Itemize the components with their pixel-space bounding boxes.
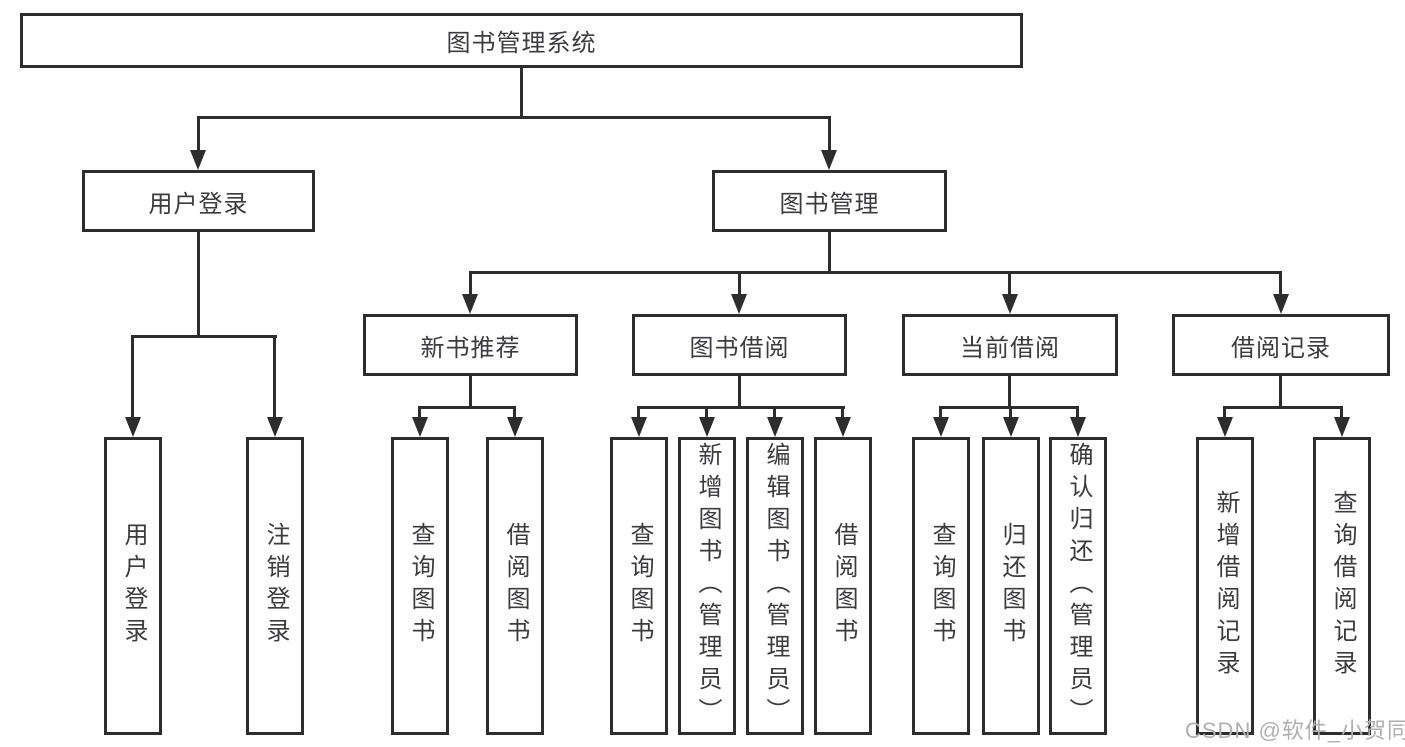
arrowhead-leaf-user-login xyxy=(125,417,141,437)
node-book-borrow: 图书借阅 xyxy=(632,314,847,376)
arrowhead-cb-return xyxy=(1003,417,1019,437)
connector-current-borrow-drop-2 xyxy=(1009,406,1012,420)
leaf-current-confirm-return-admin-label: 确认归还（管理员） xyxy=(1065,442,1092,730)
leaf-borrow-borrow-books: 借阅图书 xyxy=(814,437,872,735)
connector-book-borrow-drop-3 xyxy=(773,406,776,420)
leaf-current-return-books-label: 归还图书 xyxy=(998,522,1025,650)
node-current-borrow: 当前借阅 xyxy=(902,314,1118,376)
leaf-records-query-record-label: 查询借阅记录 xyxy=(1329,490,1356,682)
leaf-newbook-borrow-books-label: 借阅图书 xyxy=(502,522,529,650)
node-book-management: 图书管理 xyxy=(712,170,947,232)
connector-user-login-drop-1 xyxy=(131,335,134,419)
leaf-borrow-add-books-admin-label: 新增图书（管理员） xyxy=(694,442,721,730)
connector-book-management-stub xyxy=(828,232,831,274)
connector-drop-book-borrow xyxy=(738,271,741,296)
connector-borrow-records-drop-2 xyxy=(1340,406,1343,420)
connector-borrow-records-rail xyxy=(1223,406,1343,409)
node-current-borrow-label: 当前借阅 xyxy=(960,334,1060,362)
arrowhead-leaf-logout xyxy=(267,417,283,437)
arrowhead-newbook-borrow xyxy=(507,417,523,437)
connector-user-login-drop-2 xyxy=(273,335,276,419)
leaf-records-add-record-label: 新增借阅记录 xyxy=(1212,490,1239,682)
node-root-label: 图书管理系统 xyxy=(446,30,597,57)
arrowhead-book-borrow xyxy=(731,294,747,314)
connector-new-book-rail xyxy=(418,406,516,409)
leaf-user-login: 用户登录 xyxy=(104,437,162,735)
leaf-newbook-query-books: 查询图书 xyxy=(391,437,449,735)
leaf-borrow-edit-books-admin: 编辑图书（管理员） xyxy=(746,437,804,735)
connector-root-stub xyxy=(520,68,523,119)
watermark: CSDN @软件_小贺同学 xyxy=(1185,718,1405,743)
node-root: 图书管理系统 xyxy=(20,13,1023,68)
connector-book-management-rail xyxy=(469,271,1282,274)
connector-borrow-records-stub xyxy=(1279,376,1282,408)
arrowhead-bb-add xyxy=(699,417,715,437)
connector-book-borrow-drop-4 xyxy=(841,406,844,420)
node-book-borrow-label: 图书借阅 xyxy=(689,334,790,362)
leaf-records-query-record: 查询借阅记录 xyxy=(1313,437,1371,735)
connector-current-borrow-stub xyxy=(1008,376,1011,408)
connector-user-login-stub xyxy=(197,232,200,338)
arrowhead-br-query xyxy=(1334,417,1350,437)
arrowhead-new-book-recommend xyxy=(462,294,478,314)
node-borrow-records: 借阅记录 xyxy=(1172,314,1390,376)
arrowhead-newbook-query xyxy=(412,417,428,437)
leaf-logout-label: 注销登录 xyxy=(262,522,289,650)
leaf-borrow-query-books: 查询图书 xyxy=(610,437,668,735)
leaf-newbook-query-books-label: 查询图书 xyxy=(407,522,434,650)
arrowhead-borrow-records xyxy=(1273,294,1289,314)
arrowhead-book-management xyxy=(821,150,837,170)
connector-user-login-rail xyxy=(131,335,277,338)
connector-book-borrow-stub xyxy=(738,376,741,408)
leaf-logout: 注销登录 xyxy=(246,437,304,735)
leaf-borrow-edit-books-admin-label: 编辑图书（管理员） xyxy=(762,442,789,730)
node-book-management-label: 图书管理 xyxy=(779,190,880,218)
connector-drop-new-book xyxy=(469,271,472,296)
node-user-login-label: 用户登录 xyxy=(148,190,249,218)
connector-current-borrow-drop-1 xyxy=(939,406,942,420)
leaf-current-confirm-return-admin: 确认归还（管理员） xyxy=(1049,437,1107,735)
connector-book-borrow-drop-1 xyxy=(637,406,640,420)
connector-borrow-records-drop-1 xyxy=(1223,406,1226,420)
node-new-book-recommend: 新书推荐 xyxy=(363,314,578,376)
connector-drop-current-borrow xyxy=(1008,271,1011,296)
leaf-current-return-books: 归还图书 xyxy=(982,437,1040,735)
leaf-borrow-borrow-books-label: 借阅图书 xyxy=(830,522,857,650)
connector-new-book-drop-2 xyxy=(513,406,516,420)
connector-root-drop-user-login xyxy=(197,116,200,154)
arrowhead-bb-edit xyxy=(767,417,783,437)
connector-root-drop-book-management xyxy=(828,116,831,154)
leaf-current-query-books-label: 查询图书 xyxy=(928,522,955,650)
connector-new-book-drop-1 xyxy=(418,406,421,420)
leaf-newbook-borrow-books: 借阅图书 xyxy=(486,437,544,735)
arrowhead-cb-confirm xyxy=(1070,417,1086,437)
arrowhead-bb-query xyxy=(631,417,647,437)
connector-current-borrow-drop-3 xyxy=(1076,406,1079,420)
arrowhead-br-add xyxy=(1217,417,1233,437)
leaf-user-login-label: 用户登录 xyxy=(120,522,147,650)
arrowhead-user-login xyxy=(190,150,206,170)
connector-book-borrow-rail xyxy=(637,406,845,409)
connector-root-rail xyxy=(197,116,831,119)
arrowhead-bb-borrow xyxy=(835,417,851,437)
node-user-login: 用户登录 xyxy=(82,170,315,232)
connector-new-book-stub xyxy=(469,376,472,408)
connector-book-borrow-drop-2 xyxy=(705,406,708,420)
leaf-records-add-record: 新增借阅记录 xyxy=(1196,437,1254,735)
leaf-current-query-books: 查询图书 xyxy=(912,437,970,735)
arrowhead-cb-query xyxy=(933,417,949,437)
node-new-book-recommend-label: 新书推荐 xyxy=(420,334,521,362)
arrowhead-current-borrow xyxy=(1002,294,1018,314)
connector-drop-borrow-records xyxy=(1279,271,1282,296)
leaf-borrow-query-books-label: 查询图书 xyxy=(626,522,653,650)
leaf-borrow-add-books-admin: 新增图书（管理员） xyxy=(678,437,736,735)
node-borrow-records-label: 借阅记录 xyxy=(1231,334,1331,362)
